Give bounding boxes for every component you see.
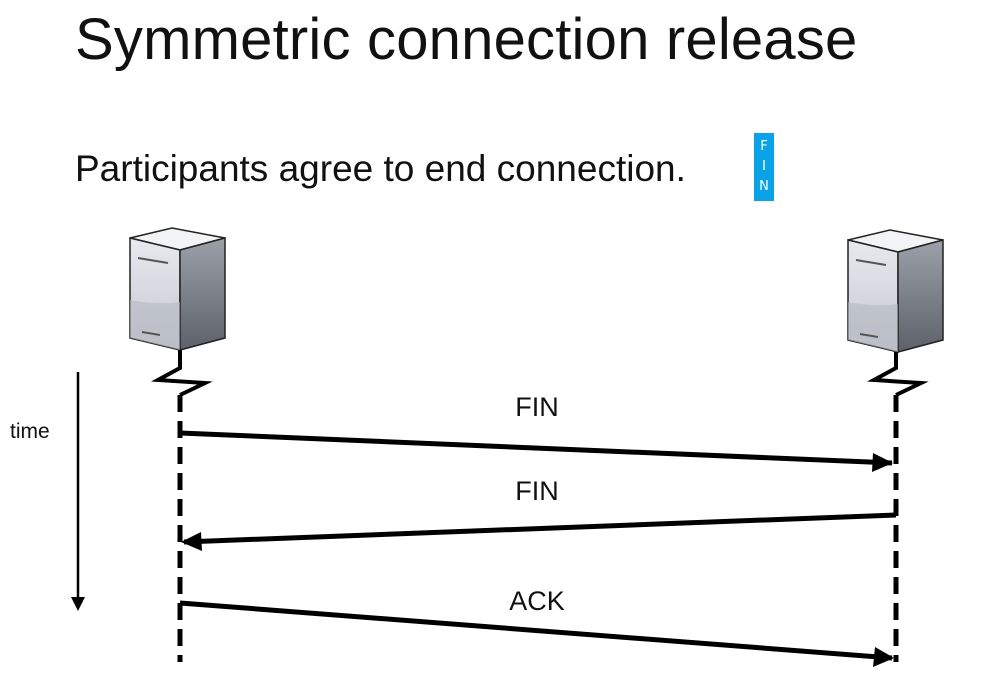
ack-arrow [179, 600, 893, 661]
fin-badge-letter: N [759, 179, 769, 194]
fin-arrow-head [872, 453, 893, 472]
fin-reply-arrow [183, 512, 897, 545]
fin-reply-arrow-head [181, 532, 202, 551]
message-label-fin-reply: FIN [515, 476, 559, 506]
ack-arrow-head [873, 647, 894, 667]
message-label-fin: FIN [515, 392, 559, 422]
link-zigzag [866, 352, 929, 397]
fin-badge-letter: I [762, 159, 766, 174]
server-icon [847, 229, 944, 353]
slide-title: Symmetric connection release [75, 7, 858, 72]
fin-badge-letter: F [760, 139, 768, 154]
message-label-ack: ACK [509, 586, 565, 616]
server-icon [129, 227, 226, 351]
link-zigzag [150, 350, 213, 397]
time-axis-label: time [10, 420, 50, 443]
fin-badge: F I N [754, 133, 774, 201]
time-arrow-head [71, 597, 85, 611]
slide-subtitle: Participants agree to end connection. [75, 148, 686, 189]
fin-arrow [179, 430, 893, 466]
